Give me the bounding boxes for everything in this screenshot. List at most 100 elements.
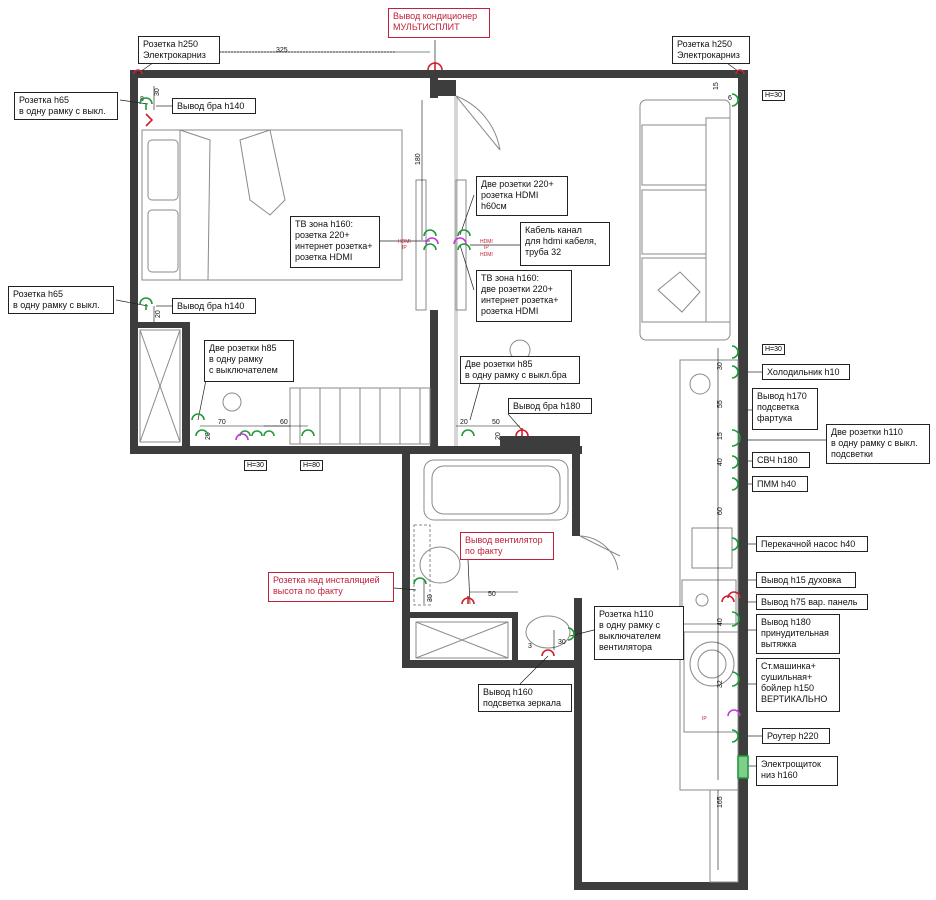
walls — [130, 70, 748, 890]
socket-symbol-k9 — [731, 729, 739, 743]
socket-symbol-k8 — [731, 671, 740, 687]
dim-20-a: 20 — [155, 310, 162, 318]
hdmi-label-1: HDMI — [398, 239, 411, 245]
dim-50-a: 50 — [492, 419, 500, 426]
fixtures — [133, 62, 749, 779]
furniture — [139, 95, 739, 883]
sconce-h180-symbol — [515, 428, 529, 437]
bed-headboard — [141, 129, 181, 281]
dimension-lines — [138, 51, 719, 870]
callout-tv-living: ТВ зона h160: две розетки 220+ интернет … — [476, 270, 572, 322]
callout-socket-h65-top: Розетка h65 в одну рамку с выкл. — [14, 92, 118, 120]
dim-165: 165 — [717, 796, 724, 808]
sink — [691, 527, 733, 569]
door-living — [455, 95, 501, 151]
toilet — [419, 546, 461, 584]
socket-symbol-top-left — [139, 97, 153, 110]
wall-bedroom-bottom — [130, 446, 582, 454]
corridor-wardrobe — [709, 789, 739, 883]
dim-30-a: 30 — [154, 88, 161, 96]
ip-label-1: IP — [402, 245, 407, 251]
dim-30-d: 30 — [558, 639, 566, 646]
socket-symbol-bed-80 — [301, 429, 315, 437]
socket-symbol-k1 — [731, 345, 739, 359]
callout-washer: Ст.машинка+ сушильная+ бойлер h150 ВЕРТИ… — [756, 658, 840, 712]
callout-fan: Вывод вентилятор по факту — [460, 532, 554, 560]
wall-left — [130, 70, 138, 454]
wall-right — [738, 70, 748, 890]
oven-block — [681, 579, 737, 625]
wall-hall-stub — [500, 436, 580, 446]
socket-symbol-wc — [567, 627, 575, 641]
sofa-seat-1 — [641, 124, 707, 186]
hdmi-symbol-bed-bottom — [235, 433, 249, 441]
callout-tv-bedroom: ТВ зона h160: розетка 220+ интернет розе… — [290, 216, 380, 268]
socket-symbol-top-right — [731, 93, 739, 107]
dim-15-b: 15 — [717, 432, 724, 440]
fridge-fan — [689, 373, 711, 395]
dim-40-a: 40 — [717, 458, 724, 466]
wall-bedroom-partition — [430, 78, 438, 98]
dim-20-b: 20 — [205, 432, 212, 440]
wall-bath-divider — [410, 612, 518, 618]
fan-symbol — [461, 596, 475, 605]
callout-fridge: Холодильник h10 — [762, 364, 850, 380]
callout-socket-h110-fan: Розетка h110 в одну рамку с выключателем… — [594, 606, 684, 660]
callout-cable-channel: Кабель канал для hdmi кабеля, труба 32 — [520, 222, 610, 266]
callout-sconce-mid: Вывод бра h140 — [172, 298, 256, 314]
ip-symbol-kitchen — [727, 709, 741, 717]
callout-electric-panel: Электрощиток низ h160 — [756, 756, 838, 786]
socket-symbol-bed-tv — [423, 229, 437, 251]
wall-bath-bottom — [402, 660, 578, 668]
dim-32: 32 — [717, 680, 724, 688]
mirror-symbol — [541, 649, 555, 657]
chair-1 — [222, 392, 242, 412]
socket-symbol-k5 — [731, 477, 739, 491]
socket-symbol-bed-bottom — [191, 413, 209, 437]
callout-socket-h65-mid: Розетка h65 в одну рамку с выкл. — [8, 286, 114, 314]
callout-ac-outlet: Вывод кондиционер МУЛЬТИСПЛИТ — [388, 8, 490, 38]
ip-label-2: IP — [484, 245, 489, 251]
curtain-right-symbol — [735, 69, 745, 75]
hdmi-symbol-bedroom — [425, 237, 439, 245]
wall-closet-top — [138, 322, 190, 328]
hdmi-label-2: HDMI — [480, 239, 493, 245]
pillow-bottom — [147, 209, 179, 273]
sconce-top-symbol — [145, 113, 154, 127]
bed-cover — [179, 129, 211, 281]
dim-20-c: 20 — [460, 419, 468, 426]
dim-30-b: 30 — [717, 362, 724, 370]
wall-bath-left — [402, 446, 410, 668]
hdmi-labels: HDMI IP HDMI IP HDMI IP — [398, 239, 707, 722]
socket-symbol-k6 — [731, 537, 739, 551]
electric-panel-symbol — [737, 755, 749, 779]
callout-oven: Вывод h15 духовка — [756, 572, 856, 588]
height-tag-bedroom-30: H=30 — [244, 460, 267, 471]
callout-sconce-h180: Вывод бра h180 — [508, 398, 592, 414]
sofa-seat-2 — [641, 189, 707, 255]
curtain-left-symbol — [133, 69, 143, 75]
pillow-top — [147, 139, 179, 201]
callout-router: Роутер h220 — [762, 728, 830, 744]
sofa-seat-3 — [641, 257, 707, 323]
callout-two-sockets-hdmi: Две розетки 220+ розетка HDMI h60см — [476, 176, 568, 216]
wall-bath-right — [572, 446, 580, 536]
dimension-texts: 325 30 8 15 6 180 20 70 60 20 20 50 20 3… — [140, 47, 732, 808]
dim-70: 70 — [218, 419, 226, 426]
socket-symbol-k2 — [731, 365, 739, 379]
bathtub — [423, 459, 569, 521]
socket-symbol-bath-install — [413, 577, 427, 585]
closet — [139, 329, 181, 443]
callout-hob: Вывод h75 вар. панель — [756, 594, 868, 610]
door-bath — [579, 535, 621, 571]
bathtub-inner — [431, 465, 561, 515]
ip-label-3: IP — [702, 716, 707, 722]
dim-180: 180 — [415, 153, 422, 165]
dim-15: 15 — [713, 82, 720, 90]
callout-sconce-top: Вывод бра h140 — [172, 98, 256, 114]
wall-column — [436, 80, 456, 96]
hdmi-symbol-living — [453, 237, 467, 245]
wall-corridor-left — [574, 598, 582, 890]
hob — [695, 593, 709, 607]
